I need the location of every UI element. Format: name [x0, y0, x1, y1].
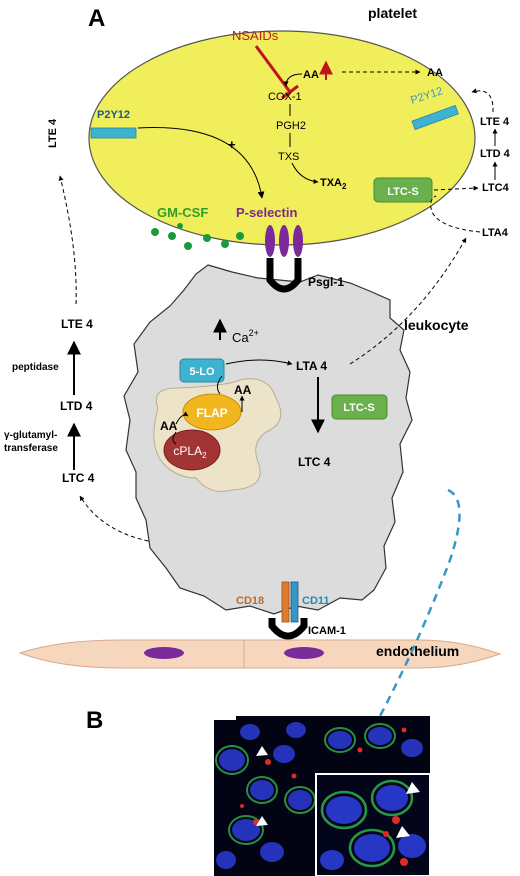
left-ltc4-label: LTC 4: [62, 471, 95, 485]
cd18-label: CD18: [236, 595, 264, 607]
endothelium-label: endothelium: [376, 643, 459, 659]
panel-b-label: B: [86, 707, 103, 734]
cd11-integrin: [290, 581, 299, 623]
aa-5lo-link: [216, 375, 223, 395]
p2y12-signal-arrow: [137, 127, 265, 199]
leukocyte-label: leukocyte: [404, 317, 469, 333]
flap-label: FLAP: [196, 406, 227, 420]
transferase-label: transferase: [4, 443, 58, 454]
pselectin-molecules: [265, 225, 303, 257]
psgl1-label: Psgl-1: [308, 275, 344, 289]
right-lte4-label: LTE 4: [480, 116, 510, 128]
left-lte4-vertical: LTE 4: [47, 118, 59, 148]
plus-sign: +: [228, 137, 236, 152]
right-lta4-label: LTA4: [482, 227, 509, 239]
p2y12-right-receptor: [411, 104, 459, 131]
lte4-to-p2y12-dashed: [471, 88, 494, 113]
fluorescence-micrograph: [214, 716, 431, 876]
five-lo-label: 5-LO: [189, 366, 215, 378]
endothelium-layer: [18, 639, 502, 669]
nsaids-inhibit-bar: [281, 84, 299, 100]
lta4-label: LTA 4: [296, 359, 327, 373]
micrograph-connector: [378, 488, 461, 717]
platelet-ltcs-label: LTC-S: [387, 186, 419, 198]
left-lte4-label: LTE 4: [61, 317, 93, 331]
gmcsf-label: GM-CSF: [157, 205, 208, 220]
leukocyte-ltcs-label: LTC-S: [343, 402, 375, 414]
aa-left-label: AA: [160, 419, 178, 433]
leukocyte-cell: [123, 264, 413, 615]
aa-to-cox-arrow: [283, 73, 303, 87]
calcium-label: Ca2+: [232, 328, 259, 345]
aa-top-label: AA: [234, 383, 252, 397]
platelet-ltcs-box: [373, 177, 433, 203]
txs-to-txa2-arrow: [291, 162, 319, 184]
nsaids-label: NSAIDs: [232, 28, 279, 43]
platelet-aa-outer: AA: [427, 67, 443, 79]
gamma-glutamyl-label: γ-glutamyl-: [4, 430, 57, 441]
five-lo-box: [179, 358, 225, 383]
gmcsf-granules: [151, 223, 244, 250]
five-lo-to-lta4-arrow: [225, 359, 293, 366]
endothelium-nucleus-right: [284, 647, 324, 659]
pgh2-label: PGH2: [276, 120, 306, 132]
psgl1-receptor: [266, 258, 302, 293]
lte4-to-platelet-dashed: [58, 175, 77, 305]
icam1-receptor: [268, 618, 308, 640]
right-ltc4-label: LTC4: [482, 182, 510, 194]
platelet-aa-inner: AA: [303, 69, 319, 81]
cox1-label: COX-1: [268, 91, 302, 103]
cd11-label: CD11: [302, 595, 330, 607]
pselectin-label: P-selectin: [236, 205, 297, 220]
leukocyte-ltcs-box: [331, 394, 388, 420]
txa2-label: TXA2: [320, 177, 347, 191]
cpla2-label: cPLA2: [173, 444, 207, 460]
cpla2-ellipse: [163, 429, 221, 471]
p2y12-left-receptor: [90, 127, 137, 139]
endothelium-nucleus-left: [144, 647, 184, 659]
cpla2-aa-link: [172, 431, 177, 445]
txs-label: TXS: [278, 151, 299, 163]
icam1-label: ICAM-1: [308, 625, 346, 637]
platelet-label: platelet: [368, 5, 417, 21]
left-ltd4-label: LTD 4: [60, 399, 93, 413]
p2y12-left-label: P2Y12: [97, 109, 130, 121]
right-ltd4-label: LTD 4: [480, 148, 511, 160]
ltcs-to-ltc4-dashed: [433, 185, 479, 191]
leukocyte-ltc4-label: LTC 4: [298, 455, 331, 469]
panel-a-label: A: [88, 5, 105, 32]
cd18-integrin: [281, 581, 290, 623]
aa-to-flap-arrow: [175, 411, 189, 425]
peptidase-label: peptidase: [12, 362, 59, 373]
